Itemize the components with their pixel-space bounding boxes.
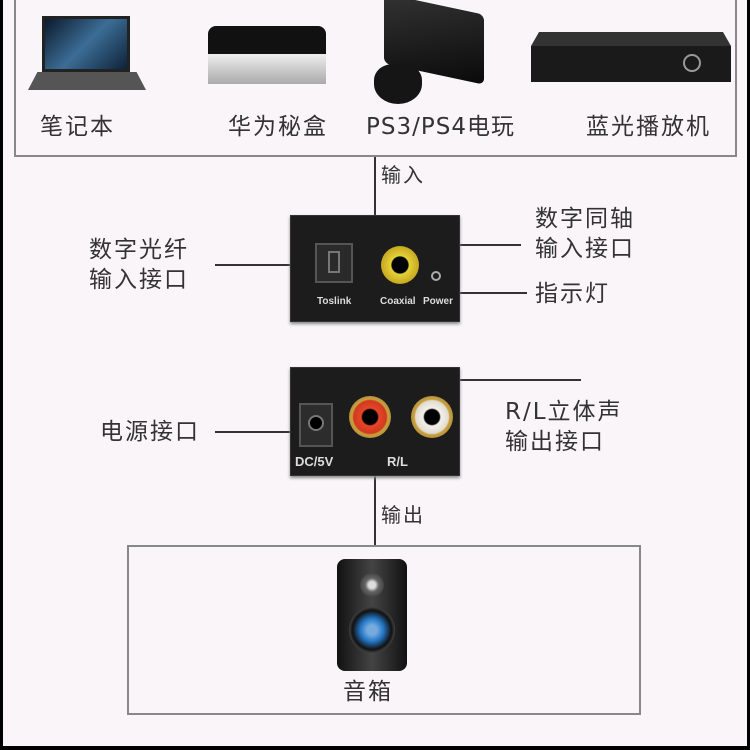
power-indicator bbox=[431, 271, 441, 281]
coaxial-label: Coaxial bbox=[380, 296, 416, 307]
optical-callout-line2: 输入接口 bbox=[89, 267, 189, 293]
dc-port bbox=[299, 403, 333, 447]
indicator-callout: 指示灯 bbox=[535, 281, 610, 307]
coaxial-callout-line2: 输入接口 bbox=[535, 236, 635, 262]
rl-callout-line2: 输出接口 bbox=[505, 429, 605, 455]
game-console-icon bbox=[374, 0, 484, 109]
rl-label: R/L bbox=[387, 454, 408, 469]
optical-callout-line1: 数字光纤 bbox=[89, 237, 189, 263]
output-label: 输出 bbox=[381, 503, 425, 527]
bluray-player-icon bbox=[531, 32, 731, 84]
source-label-laptop: 笔记本 bbox=[40, 114, 115, 140]
source-label-bluray: 蓝光播放机 bbox=[586, 114, 711, 140]
speaker-icon bbox=[337, 559, 407, 671]
diagram: 笔记本 华为秘盒 PS3/PS4电玩 蓝光播放机 输入 Toslink Coax… bbox=[3, 0, 747, 746]
source-label-console: PS3/PS4电玩 bbox=[366, 114, 515, 140]
left-channel-port bbox=[411, 396, 453, 438]
source-label-media-box: 华为秘盒 bbox=[228, 114, 328, 140]
rl-callout-line1: R/L立体声 bbox=[505, 399, 623, 425]
output-panel: DC/5V R/L bbox=[290, 367, 460, 476]
coaxial-callout: 数字同轴 输入接口 bbox=[535, 204, 635, 264]
coaxial-callout-line1: 数字同轴 bbox=[535, 206, 635, 232]
speaker-label: 音箱 bbox=[343, 679, 393, 705]
input-label: 输入 bbox=[381, 163, 425, 187]
toslink-port bbox=[315, 243, 353, 283]
optical-callout: 数字光纤 输入接口 bbox=[89, 235, 189, 295]
toslink-label: Toslink bbox=[317, 296, 352, 307]
rl-callout: R/L立体声 输出接口 bbox=[505, 397, 623, 457]
laptop-icon bbox=[28, 16, 148, 96]
coaxial-port bbox=[381, 246, 419, 284]
power-label: Power bbox=[423, 296, 454, 307]
media-box-icon bbox=[208, 26, 326, 84]
input-panel: Toslink Coaxial Power bbox=[290, 215, 460, 322]
power-callout: 电源接口 bbox=[100, 419, 200, 445]
destination-box: 音箱 bbox=[127, 545, 641, 715]
dc-label: DC/5V bbox=[295, 454, 334, 469]
right-channel-port bbox=[349, 396, 391, 438]
sources-box: 笔记本 华为秘盒 PS3/PS4电玩 蓝光播放机 bbox=[14, 0, 737, 157]
